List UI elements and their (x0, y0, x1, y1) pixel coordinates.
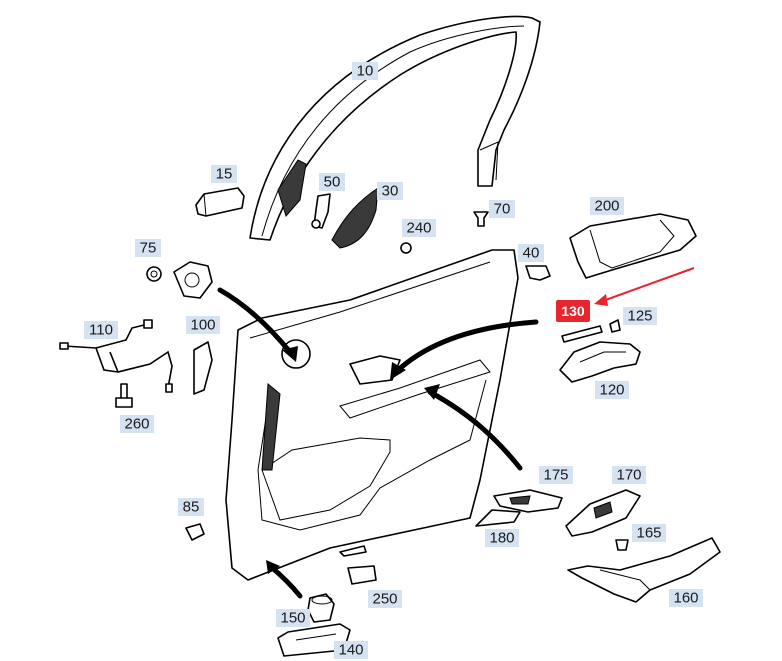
part-label: 170 (612, 466, 646, 484)
part-label: 50 (319, 173, 345, 191)
svg-text:70: 70 (494, 201, 511, 218)
part-label: 110 (84, 321, 118, 339)
svg-text:75: 75 (140, 240, 157, 257)
part-120-door-handle (559, 341, 641, 383)
svg-text:40: 40 (523, 245, 540, 262)
svg-text:250: 250 (372, 591, 397, 608)
part-label: 75 (135, 239, 161, 257)
part-10-door-frame (249, 15, 541, 241)
part-100-insulator (193, 341, 213, 395)
part-label: 120 (595, 381, 629, 399)
part-label: 250 (368, 590, 402, 608)
svg-text:100: 100 (190, 317, 215, 334)
part-15-bracket (195, 187, 245, 217)
part-40-clip (525, 265, 551, 281)
svg-text:10: 10 (357, 63, 374, 80)
svg-text:110: 110 (89, 322, 113, 339)
svg-text:165: 165 (636, 525, 661, 542)
part-50-cable-clip (311, 193, 331, 229)
svg-text:175: 175 (543, 467, 568, 484)
part-110-wiring-harness (59, 319, 173, 393)
part-label: 10 (352, 62, 378, 80)
part-85-grommet (185, 523, 205, 541)
svg-text:260: 260 (124, 416, 149, 433)
part-label: 140 (334, 641, 368, 659)
part-70-pin (473, 211, 489, 227)
part-150-cup-holder (307, 593, 335, 623)
part-label: 125 (623, 307, 657, 325)
svg-text:140: 140 (338, 642, 363, 659)
part-240-grommet (400, 242, 412, 254)
svg-text:30: 30 (382, 183, 399, 200)
svg-text:240: 240 (406, 220, 431, 237)
part-30-sail-cover (331, 187, 379, 249)
svg-text:120: 120 (599, 382, 624, 399)
part-125-fastener (609, 319, 621, 333)
part-speaker (173, 261, 213, 299)
highlighted-part-label[interactable]: 130 (556, 300, 590, 322)
part-label: 70 (489, 200, 515, 218)
part-label: 160 (669, 589, 703, 607)
part-label: 150 (276, 609, 310, 627)
door-trim-panel (225, 249, 519, 581)
part-140-map-pocket (277, 623, 351, 657)
part-label: 30 (377, 182, 403, 200)
part-75-grommet (146, 266, 162, 282)
svg-text:130: 130 (561, 303, 585, 319)
part-label: 40 (518, 244, 544, 262)
svg-text:85: 85 (183, 499, 200, 516)
svg-text:170: 170 (616, 467, 641, 484)
part-label: 260 (120, 415, 154, 433)
part-label: 175 (539, 466, 573, 484)
part-label: 85 (178, 498, 204, 516)
part-label: 200 (590, 197, 624, 215)
part-250-bracket (347, 565, 377, 585)
part-175-switch-bezel (493, 489, 563, 513)
svg-text:200: 200 (594, 198, 619, 215)
part-170-switch-panel (565, 489, 641, 537)
part-label: 180 (485, 529, 519, 547)
part-180-cover (475, 509, 521, 527)
part-160-armrest (567, 537, 721, 603)
highlight-arrow (594, 267, 695, 306)
part-200-bezel (569, 213, 697, 279)
svg-text:180: 180 (489, 530, 514, 547)
part-165-clip (615, 539, 629, 551)
part-label: 165 (632, 524, 666, 542)
svg-text:150: 150 (280, 610, 305, 627)
svg-text:15: 15 (216, 166, 233, 183)
part-label: 15 (211, 165, 237, 183)
indicator-arrows (217, 287, 539, 599)
part-label: 100 (186, 316, 220, 334)
svg-text:50: 50 (324, 174, 341, 191)
svg-text:125: 125 (627, 308, 652, 325)
part-260-bolt (115, 383, 133, 408)
svg-text:160: 160 (673, 590, 698, 607)
part-label: 240 (402, 219, 436, 237)
part-130-trim-strip (561, 325, 603, 343)
